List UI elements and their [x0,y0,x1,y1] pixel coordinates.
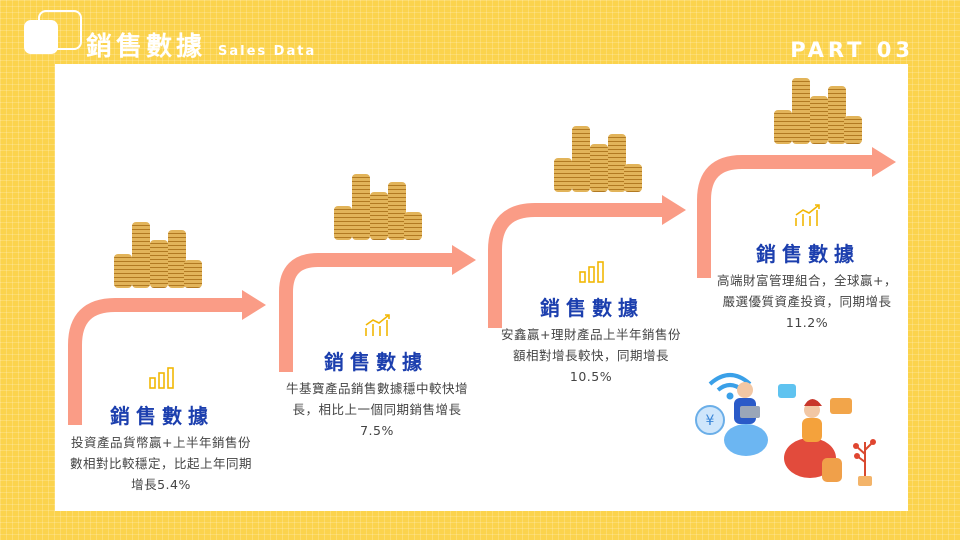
chart-growth-icon [795,204,820,226]
stage-3-description: 安鑫贏+理財產品上半年銷售份額相對增長較快，同期增長10.5% [501,327,681,384]
page-title: 銷售數據 [86,32,207,62]
chart-growth-icon [365,314,390,336]
arrow-head-4 [872,147,896,177]
arrow-path-1 [68,298,245,425]
stage-2-description: 牛基寶產品銷售數據穩中較快增長，相比上一個同期銷售增長7.5% [285,381,468,438]
stage-3-title: 銷售數據 [540,296,644,320]
arrow-head-2 [452,245,476,275]
arrow-path-3 [488,203,665,328]
part-label: PART 03 [790,38,914,62]
coin-stack-image [110,218,202,290]
arrow-head-3 [662,195,686,225]
coin-stack-image [550,122,642,194]
arrow-head-1 [242,290,266,320]
logo-outline [38,10,82,50]
yen-coin-icon [695,405,725,435]
stage-2-title: 銷售數據 [324,350,428,374]
arrow-path-4 [697,155,875,278]
coin-stack-image [330,170,422,242]
coin-stack-image [770,74,862,146]
stage-4-title: 銷售數據 [756,242,860,266]
svg-text:¥: ¥ [706,413,715,429]
stage-1-title: 銷售數據 [110,404,214,428]
stage-4-description: 高端財富管理組合，全球贏+，嚴選優質資產投資，同期增長11.2% [717,273,897,330]
chart-growth-icon [149,367,174,389]
arrow-path-2 [279,253,455,372]
page-subtitle: Sales Data [218,44,317,59]
people-illustration: ¥ [695,373,876,486]
chart-growth-icon [579,261,604,283]
stage-1-description: 投資產品貨幣贏+上半年銷售份數相對比較穩定，比起上年同期增長5.4% [69,435,252,492]
